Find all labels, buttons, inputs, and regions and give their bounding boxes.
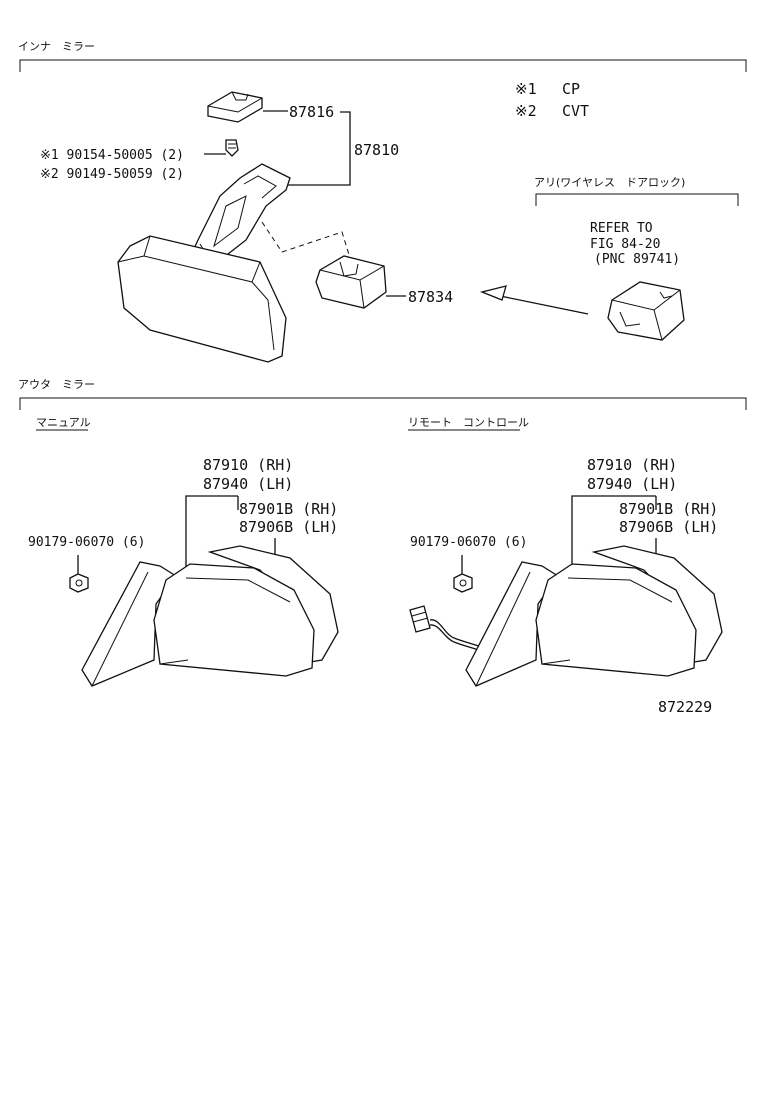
manual-nut-part — [69, 573, 89, 593]
manual-label-87940: 87940 (LH) — [203, 475, 293, 493]
leader-87810 — [288, 111, 351, 186]
section-title-inner-mirror: インナ ミラー — [18, 40, 95, 53]
mirror-cover-part — [207, 91, 263, 123]
option-bracket — [535, 193, 739, 206]
section-title-option: アリ(ワイヤレス ドアロック) — [534, 176, 685, 189]
note-2-mark: ※2 — [515, 102, 537, 120]
manual-label-nut: 90179-06070 (6) — [28, 535, 145, 550]
remote-label-87940: 87940 (LH) — [587, 475, 677, 493]
manual-outer-mirror-part — [81, 545, 339, 687]
remote-leader-mirror — [571, 495, 656, 568]
arrow-shaft — [499, 295, 589, 315]
mirror-insert-part — [315, 255, 387, 309]
remote-outer-mirror-part — [465, 545, 723, 687]
label-87816: 87816 — [289, 103, 334, 121]
manual-leader-mirror — [185, 495, 238, 568]
remote-nut-part — [453, 573, 473, 593]
remote-connector-part — [409, 605, 485, 653]
figure-number: 872229 — [658, 698, 712, 716]
note-2-text: CVT — [562, 102, 589, 120]
inner-mirror-bracket — [19, 59, 747, 72]
subtitle-remote: リモート コントロール — [408, 416, 529, 429]
screw-part — [225, 139, 239, 157]
section-title-outer-mirror: アウタ ミラー — [18, 378, 95, 391]
label-refer-2: FIG 84-20 — [590, 237, 660, 252]
label-87810: 87810 — [354, 141, 399, 159]
label-refer-1: REFER TO — [590, 221, 653, 236]
remote-label-nut: 90179-06070 (6) — [410, 535, 527, 550]
wireless-module-part — [607, 281, 685, 341]
subtitle-manual: マニュアル — [36, 416, 91, 429]
label-87834: 87834 — [408, 288, 453, 306]
remote-label-87910: 87910 (RH) — [587, 456, 677, 474]
manual-label-87910: 87910 (RH) — [203, 456, 293, 474]
label-refer-3: (PNC 89741) — [594, 252, 680, 267]
arrow-head-icon — [479, 285, 507, 301]
remote-label-87906b: 87906B (LH) — [619, 518, 718, 536]
manual-label-87901b: 87901B (RH) — [239, 500, 338, 518]
remote-label-87901b: 87901B (RH) — [619, 500, 718, 518]
outer-mirror-bracket — [19, 397, 747, 410]
label-bolt-2: ※2 90149-50059 (2) — [40, 167, 184, 182]
label-bolt-1: ※1 90154-50005 (2) — [40, 148, 184, 163]
inner-mirror-part — [117, 235, 287, 363]
note-1-mark: ※1 — [515, 80, 537, 98]
manual-label-87906b: 87906B (LH) — [239, 518, 338, 536]
note-1-text: CP — [562, 80, 580, 98]
dashed-connection — [261, 221, 351, 259]
